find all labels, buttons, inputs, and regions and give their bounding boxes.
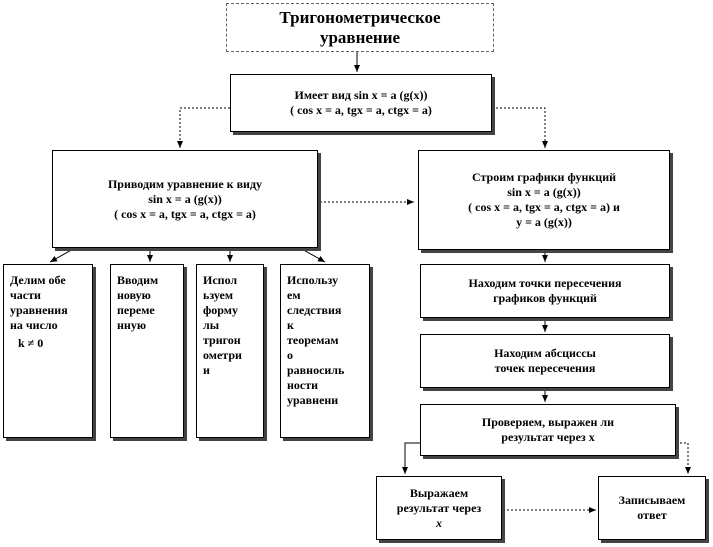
node-formulas: Испол ьзуем форму лы тригон ометри и [196, 264, 264, 438]
node-intersections: Находим точки пересечения графиков функц… [420, 264, 670, 318]
node-theorems-line-9: уравнени [287, 393, 339, 407]
node-has-form-line-2: ( cos x = a, tgx = a, ctgx = a) [290, 103, 432, 117]
node-reduce-line-2: sin x = a (g(x)) [148, 191, 222, 206]
node-check-line-1: Проверяем, выражен ли [481, 415, 615, 429]
node-theorems: Использу ем следствия к теоремам о равно… [280, 264, 370, 438]
node-answer-line-2: ответ [637, 508, 667, 522]
node-formulas-line-7: и [203, 363, 210, 377]
node-theorems-line-5: теоремам [287, 333, 339, 347]
node-has-form-line-1: Имеет вид sin x = a (g(x)) [294, 88, 428, 102]
node-theorems-line-4: к [287, 318, 294, 332]
arrow-form-to-graphs [492, 107, 548, 148]
node-formulas-line-2: ьзуем [203, 288, 234, 302]
arrow-check-to-answer [676, 442, 691, 474]
node-check-line-2: результат через x [501, 430, 595, 444]
arrow-form-to-reduce [177, 107, 230, 148]
node-new-variable-line-1: Вводим [117, 273, 159, 287]
node-graphs-line-1: Строим графики функций [471, 170, 617, 184]
node-abscissas-line-2: точек пересечения [494, 361, 596, 375]
node-abscissas: Находим абсциссы точек пересечения [420, 334, 670, 388]
node-theorems-line-3: следствия [287, 303, 342, 317]
node-graphs-line-3: ( cos x = a, tgx = a, ctgx = a) и [468, 200, 620, 214]
node-abscissas-line-1: Находим абсциссы [494, 346, 596, 360]
node-has-form: Имеет вид sin x = a (g(x)) ( cos x = a, … [230, 74, 492, 132]
node-express-line-3: x [436, 515, 442, 530]
node-express-line-1: Выражаем [409, 485, 469, 500]
node-reduce-line-1: Приводим уравнение к виду [107, 176, 263, 191]
node-express: Выражаем результат через x [376, 476, 502, 540]
node-divide-line-2: части [10, 288, 41, 302]
node-new-variable: Вводим новую переме нную [110, 264, 184, 438]
node-new-variable-line-2: новую [117, 288, 151, 302]
arrow-reduce-to-theorems [299, 247, 326, 263]
node-theorems-line-1: Использу [287, 273, 339, 287]
node-express-line-2: результат через [396, 500, 482, 515]
node-answer-line-1: Записываем [618, 493, 686, 507]
node-formulas-line-5: тригон [203, 333, 241, 347]
arrow-reduce-to-divide [49, 247, 76, 263]
node-title: Тригонометрическое уравнение [226, 3, 494, 52]
node-intersections-line-2: графиков функций [493, 291, 597, 305]
node-divide-line-5: k ≠ 0 [18, 336, 44, 350]
node-answer: Записываем ответ [598, 476, 706, 540]
node-formulas-line-3: форму [203, 303, 238, 317]
node-theorems-line-6: о [287, 348, 293, 362]
node-divide-line-4: на число [10, 318, 58, 332]
node-graphs-line-4: y = a (g(x)) [516, 215, 572, 229]
node-graphs: Строим графики функций sin x = a (g(x)) … [418, 150, 670, 250]
node-intersections-line-1: Находим точки пересечения [468, 276, 622, 290]
node-title-line-1: Тригонометрическое [279, 7, 441, 27]
node-theorems-line-8: ности [287, 378, 319, 392]
node-graphs-line-2: sin x = a (g(x)) [507, 185, 581, 199]
node-divide: Делим обе части уравнения на число k ≠ 0 [3, 264, 93, 438]
node-reduce-line-3: ( cos x = a, tgx = a, ctgx = a) [114, 206, 256, 221]
node-theorems-line-2: ем [287, 288, 301, 302]
node-formulas-line-4: лы [203, 318, 220, 332]
node-new-variable-line-3: переме [117, 303, 155, 317]
node-theorems-line-7: равносиль [287, 363, 345, 377]
arrow-check-to-express [402, 442, 420, 474]
node-formulas-line-6: ометри [203, 348, 242, 362]
node-divide-line-3: уравнения [10, 303, 68, 317]
node-check: Проверяем, выражен ли результат через x [420, 404, 676, 456]
node-formulas-line-1: Испол [203, 273, 238, 287]
node-new-variable-line-4: нную [117, 318, 146, 332]
node-title-line-2: уравнение [319, 27, 401, 47]
node-reduce: Приводим уравнение к виду sin x = a (g(x… [52, 150, 318, 248]
node-divide-line-1: Делим обе [10, 273, 66, 287]
